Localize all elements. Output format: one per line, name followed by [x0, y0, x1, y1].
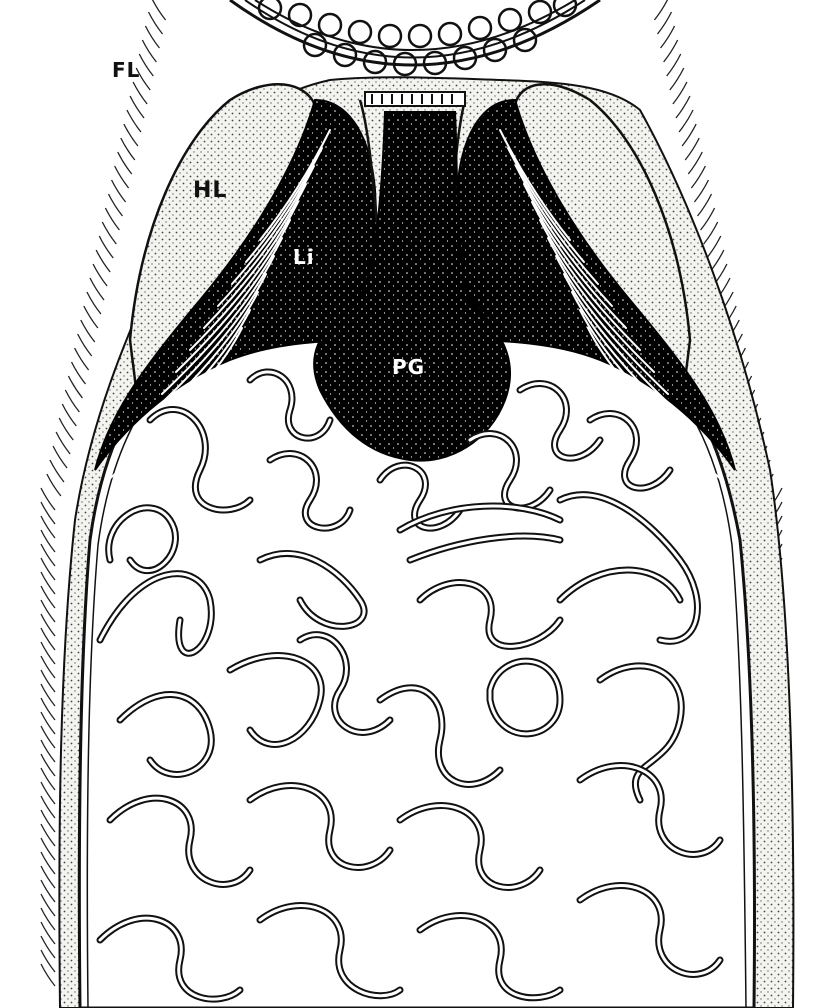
- pg-label: PG: [392, 355, 425, 379]
- hl-label: HL: [193, 178, 227, 203]
- neck-band: [365, 92, 465, 106]
- head-region: [230, 0, 600, 75]
- fl-label: FL: [112, 58, 140, 82]
- li-label: Li: [293, 245, 315, 269]
